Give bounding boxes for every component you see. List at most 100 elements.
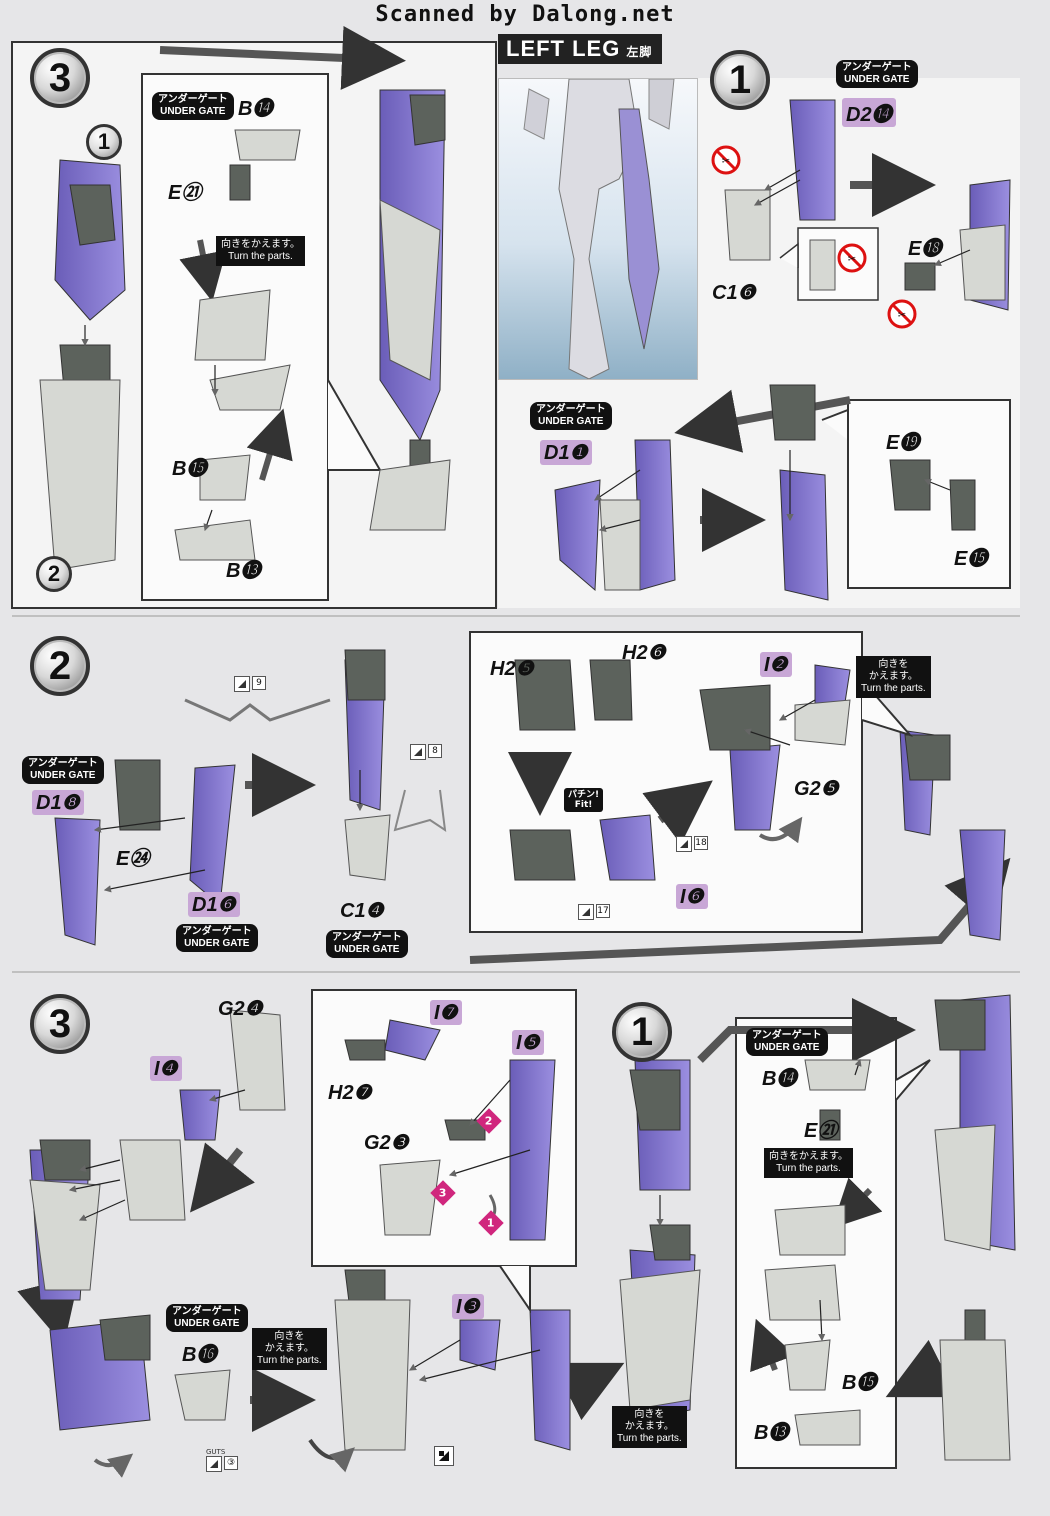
- step-number-1-right: 1: [710, 50, 770, 110]
- step-number-3-top: 3: [30, 48, 90, 108]
- fit-badge: パチン!Fit!: [564, 788, 604, 812]
- turn-note-jp: かえます。: [264, 1343, 314, 1354]
- left-leg-title-en: LEFT LEG: [506, 36, 621, 61]
- part-label: G2❹: [218, 998, 263, 1020]
- no-entry-icon: ✂: [710, 144, 742, 180]
- sticker-icon: [234, 676, 250, 692]
- svg-text:✂: ✂: [722, 156, 730, 167]
- part-label: E⓯: [954, 548, 988, 570]
- step-number-1-bottom: 1: [612, 1002, 672, 1062]
- sticker-ref: 18: [676, 836, 708, 852]
- sticker-label: GUTS: [206, 1448, 226, 1456]
- order-marker-label: 1: [487, 1216, 495, 1230]
- part-label: B⓯: [842, 1372, 877, 1394]
- turn-note-en: Turn the parts.: [228, 251, 293, 262]
- turn-note: 向きをかえます。Turn the parts.: [216, 236, 305, 266]
- under-gate-jp: アンダーゲート: [28, 758, 98, 769]
- under-gate-en: UNDER GATE: [334, 944, 400, 955]
- under-gate-en: UNDER GATE: [174, 1318, 240, 1329]
- under-gate-en: UNDER GATE: [754, 1042, 820, 1053]
- under-gate-jp: アンダーゲート: [842, 62, 912, 73]
- turn-note-jp: 向きをかえます。: [769, 1151, 848, 1162]
- part-label: B⓮: [762, 1068, 797, 1090]
- sticker-icon: [676, 836, 692, 852]
- sticker-ref: 9: [234, 676, 266, 692]
- under-gate-en: UNDER GATE: [160, 106, 226, 117]
- substep-1-top: 1: [86, 124, 122, 160]
- part-label: B⓭: [754, 1422, 789, 1444]
- part-label: E⓲: [908, 238, 942, 260]
- under-gate-jp: アンダーゲート: [158, 94, 228, 105]
- turn-note: 向きをかえます。Turn the parts.: [252, 1328, 327, 1370]
- sticker-ref: 17: [578, 904, 610, 920]
- turn-note-jp: かえます。: [624, 1421, 674, 1432]
- substep-2-top: 2: [36, 556, 72, 592]
- turn-note-jp: 向きを: [878, 659, 909, 670]
- part-label: B⓮: [238, 98, 273, 120]
- part-label: B⓰: [182, 1344, 217, 1366]
- part-label: H2❻: [622, 642, 666, 664]
- left-leg-photo: [498, 78, 698, 380]
- turn-note-jp: 向きを: [274, 1331, 305, 1342]
- part-label: E㉔: [116, 848, 150, 870]
- sticker-icon: [410, 744, 426, 760]
- svg-text:✂: ✂: [848, 254, 856, 265]
- turn-note-jp: 向きをかえます。: [221, 239, 300, 250]
- fit-badge-jp: パチン!: [568, 790, 600, 800]
- part-label: I❺: [512, 1030, 544, 1055]
- part-label: B⓭: [226, 560, 261, 582]
- part-label: C1❹: [340, 900, 384, 922]
- part-label: G2❸: [364, 1132, 409, 1154]
- turn-note: 向きをかえます。Turn the parts.: [856, 656, 931, 698]
- order-marker-label: 3: [439, 1186, 447, 1200]
- sticker-number: 17: [596, 904, 610, 918]
- part-label: B⓯: [172, 458, 207, 480]
- part-label: I❻: [676, 884, 708, 909]
- under-gate-jp: アンダーゲート: [752, 1030, 822, 1041]
- part-label: D2⓮: [842, 98, 896, 127]
- left-leg-title-jp: 左脚: [626, 45, 653, 59]
- order-marker-label: 2: [485, 1114, 493, 1128]
- under-gate-en: UNDER GATE: [844, 74, 910, 85]
- part-label: E㉑: [168, 182, 202, 204]
- under-gate-jp: アンダーゲート: [332, 932, 402, 943]
- no-entry-icon: ✂: [886, 298, 918, 334]
- part-label: H2❼: [328, 1082, 372, 1104]
- part-label: I❼: [430, 1000, 462, 1025]
- left-leg-title: LEFT LEG 左脚: [498, 34, 662, 64]
- sticker-icon: [206, 1456, 222, 1472]
- svg-text:✂: ✂: [898, 310, 906, 321]
- part-label: I❹: [150, 1056, 182, 1081]
- turn-note: 向きをかえます。Turn the parts.: [764, 1148, 853, 1178]
- sticker-icon: [434, 1446, 454, 1466]
- turn-note-en: Turn the parts.: [257, 1355, 322, 1366]
- turn-note-en: Turn the parts.: [861, 683, 926, 694]
- step-number-2: 2: [30, 636, 90, 696]
- part-label: E⓳: [886, 432, 920, 454]
- part-label: C1❻: [712, 282, 756, 304]
- part-label: E㉑: [804, 1120, 838, 1142]
- under-gate-en: UNDER GATE: [184, 938, 250, 949]
- under-gate-jp: アンダーゲート: [172, 1306, 242, 1317]
- sticker-number: 18: [694, 836, 708, 850]
- no-entry-icon: ✂: [836, 242, 868, 278]
- part-label: D1❻: [188, 892, 240, 917]
- turn-note-jp: 向きを: [634, 1409, 665, 1420]
- sticker-number: ③: [224, 1456, 238, 1470]
- turn-note-en: Turn the parts.: [617, 1433, 682, 1444]
- sticker-number: 8: [428, 744, 442, 758]
- fit-badge-en: Fit!: [574, 800, 593, 810]
- part-label: I❸: [452, 1294, 484, 1319]
- part-label: G2❺: [794, 778, 839, 800]
- scan-credit: Scanned by Dalong.net: [375, 2, 675, 27]
- sticker-ref: 8: [410, 744, 442, 760]
- turn-note: 向きをかえます。Turn the parts.: [612, 1406, 687, 1448]
- sticker-ref: GUTS ③: [206, 1448, 238, 1472]
